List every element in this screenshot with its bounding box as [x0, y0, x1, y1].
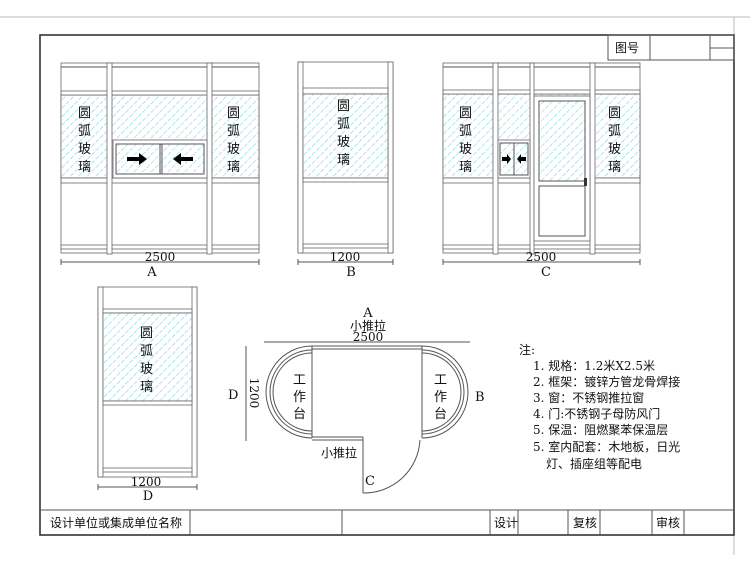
- drawing-text: 玻: [608, 142, 621, 157]
- floor-plan: A 小推拉 2500 D 1200 B C 小推拉 工作台 工作台: [228, 306, 485, 494]
- sheet-frame: [0, 16, 750, 555]
- drawing-text: 弧: [459, 124, 472, 139]
- drawing-text: 弧: [140, 344, 153, 359]
- drawing-text: 弧: [337, 117, 350, 132]
- approve-label: 审核: [656, 515, 680, 530]
- door-swing: [362, 437, 421, 494]
- plan-label-d: D: [228, 388, 238, 403]
- drawing-text: 圆: [337, 99, 350, 114]
- dimension-d: 1200: [131, 475, 162, 489]
- drawing-text: 玻: [459, 142, 472, 157]
- arrow-right-icon: [127, 153, 147, 165]
- drawing-text: 璃: [608, 160, 621, 175]
- top-window-label: 小推拉: [350, 318, 386, 333]
- dimension-a: 2500: [145, 250, 176, 264]
- drawing-text: 圆: [140, 326, 153, 341]
- company-label: 设计单位或集成单位名称: [50, 515, 182, 530]
- drawing-text: 弧: [78, 124, 91, 139]
- drawing-text: 台: [293, 407, 306, 422]
- desk-label-right: 工作台: [434, 373, 447, 422]
- drawing-text: 玻: [78, 142, 91, 157]
- note-item: 3. 窗：不锈钢推拉窗: [533, 390, 644, 405]
- elevation-label-a: A: [146, 265, 157, 280]
- title-block: 设计单位或集成单位名称 设计 复核 审核: [40, 509, 734, 535]
- drawing-text: 璃: [140, 380, 153, 395]
- plan-length: 2500: [353, 330, 384, 344]
- drawing-text: 圆: [459, 106, 472, 121]
- dimension-b: 1200: [330, 250, 361, 264]
- review-label: 复核: [573, 516, 597, 530]
- note-item: 4. 门:不锈钢子母防风门: [533, 406, 660, 421]
- arrow-left-icon: [517, 154, 526, 164]
- glass-panel: [102, 312, 193, 402]
- notes: 注: 1. 规格：1.2米X2.5米 2. 框架：镀锌方管龙骨焊接 3. 窗：不…: [519, 342, 680, 471]
- note-item: 5. 室内配套：木地板，日光: [533, 439, 680, 454]
- drawing-text: 工: [434, 373, 447, 388]
- note-item: 1. 规格：1.2米X2.5米: [533, 358, 655, 373]
- dimension-c: 2500: [526, 250, 557, 264]
- drawing-text: 璃: [227, 160, 240, 175]
- arrow-left-icon: [173, 153, 193, 165]
- door-handle-icon: [584, 178, 587, 186]
- note-item: 灯、插座组等配电: [546, 456, 642, 471]
- plan-label-b: B: [475, 390, 485, 405]
- note-item: 2. 框架：镀锌方管龙骨焊接: [533, 374, 680, 389]
- design-label: 设计: [494, 516, 518, 530]
- drawing-text: 玻: [337, 135, 350, 150]
- drawing-text: 台: [434, 407, 447, 422]
- drawing-text: 作: [434, 390, 447, 405]
- drawing-text: 璃: [459, 160, 472, 175]
- notes-heading: 注:: [519, 342, 535, 357]
- note-item: 5. 保温：阻燃聚苯保温层: [533, 422, 668, 437]
- drawing-text: 璃: [78, 160, 91, 175]
- glass-panel: [302, 93, 389, 179]
- plan-label-a: A: [362, 306, 373, 321]
- bottom-window-label: 小推拉: [321, 445, 357, 460]
- drawing-text: 玻: [227, 142, 240, 157]
- small-window: [497, 139, 531, 179]
- drawing-text: 圆: [608, 106, 621, 121]
- drawing-text: 作: [293, 390, 306, 405]
- elevation-label-c: C: [541, 265, 551, 280]
- sliding-window: [112, 139, 208, 179]
- drawing-text: 圆: [227, 106, 240, 121]
- door: [533, 95, 591, 242]
- plan-label-c: C: [365, 474, 375, 489]
- drawing-text: 璃: [337, 153, 350, 168]
- plan-depth: 1200: [247, 378, 261, 409]
- arrow-right-icon: [502, 154, 511, 164]
- drawing-number-box: 图号: [607, 34, 735, 61]
- drawing-text: 弧: [608, 124, 621, 139]
- drawing-text: 玻: [140, 362, 153, 377]
- desk-label-left: 工作台: [293, 373, 306, 422]
- drawing-text: 弧: [227, 124, 240, 139]
- elevation-label-b: B: [346, 265, 356, 280]
- drawing-text: 圆: [78, 106, 91, 121]
- drawing-number-label: 图号: [615, 41, 639, 55]
- elevation-label-d: D: [143, 489, 153, 504]
- drawing-text: 工: [293, 373, 306, 388]
